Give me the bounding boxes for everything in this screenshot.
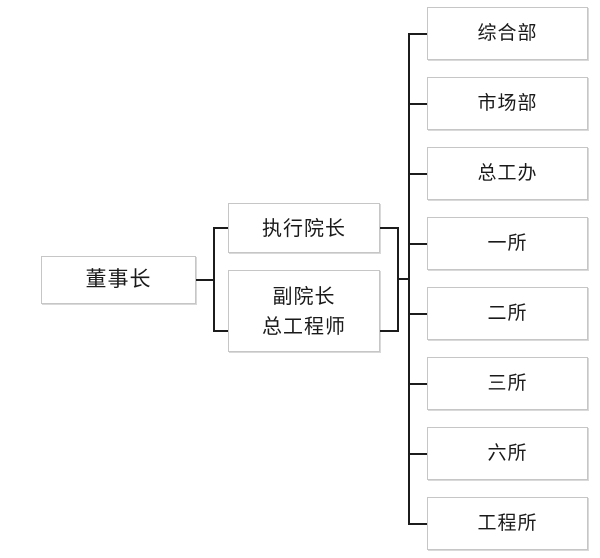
connector-root-stub: [196, 279, 215, 281]
org-node-exec-dean[interactable]: 执行院长: [228, 203, 380, 253]
connector-department-trunk: [408, 33, 410, 525]
org-node-chairman[interactable]: 董事长: [41, 256, 196, 304]
org-node-label: 综合部: [477, 22, 538, 45]
connector-root-to-exec-dean: [213, 227, 230, 229]
org-node-label-line-2: 总工程师: [262, 314, 346, 338]
connector-trunk-to-dept-6: [408, 383, 429, 385]
org-node-label: 执行院长: [262, 216, 346, 240]
connector-trunk-to-dept-7: [408, 453, 429, 455]
org-node-dept-institute-3[interactable]: 三所: [427, 357, 588, 410]
org-node-dept-institute-6[interactable]: 六所: [427, 427, 588, 480]
connector-trunk-to-dept-2: [408, 103, 429, 105]
org-node-label: 工程所: [477, 512, 538, 535]
connector-trunk-to-dept-4: [408, 243, 429, 245]
org-node-vice-dean-chief-engineer[interactable]: 副院长 总工程师: [228, 270, 380, 352]
org-node-dept-market[interactable]: 市场部: [427, 77, 588, 130]
connector-exec-dean-stub: [380, 227, 399, 229]
connector-trunk-to-dept-1: [408, 33, 429, 35]
org-node-dept-institute-1[interactable]: 一所: [427, 217, 588, 270]
connector-trunk-to-dept-3: [408, 173, 429, 175]
connector-trunk-to-dept-5: [408, 313, 429, 315]
org-node-label: 一所: [487, 232, 528, 255]
org-node-label: 二所: [487, 302, 528, 325]
org-node-dept-institute-2[interactable]: 二所: [427, 287, 588, 340]
connector-middle-to-trunk: [397, 278, 410, 280]
connector-root-to-vice-dean: [213, 330, 230, 332]
org-node-label: 市场部: [477, 92, 538, 115]
org-node-label-line-1: 副院长: [272, 284, 336, 308]
org-node-dept-engineering[interactable]: 工程所: [427, 497, 588, 550]
connector-trunk-to-dept-8: [408, 523, 429, 525]
connector-vice-dean-stub: [380, 330, 399, 332]
org-node-dept-general[interactable]: 综合部: [427, 7, 588, 60]
org-node-dept-chief-engineer-office[interactable]: 总工办: [427, 147, 588, 200]
org-node-label: 三所: [487, 372, 528, 395]
org-node-label: 总工办: [477, 162, 538, 185]
org-node-label: 六所: [487, 442, 528, 465]
org-node-label: 董事长: [85, 267, 152, 292]
connector-root-bracket: [213, 227, 215, 332]
